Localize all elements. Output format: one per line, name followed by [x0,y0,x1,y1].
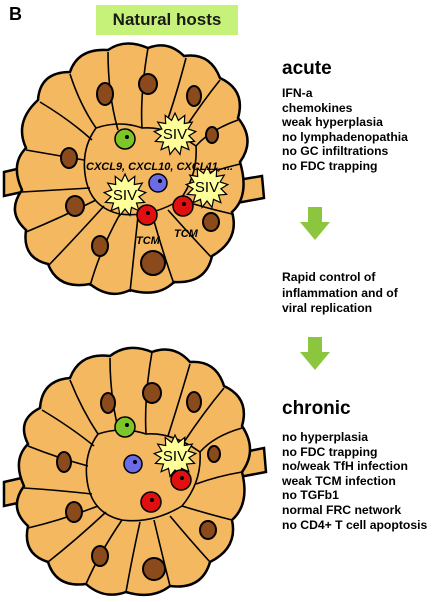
siv-label: SIV [163,126,187,143]
chronic-item: no CD4+ T cell apoptosis [282,517,428,532]
chronic-list: no hyperplasia no FDC trapping no/weak T… [282,430,427,532]
chronic-item: no TGFb1 [282,488,339,503]
chronic-title: chronic [282,398,351,419]
acute-item: no FDC trapping [282,158,378,173]
cell-nucleus [146,211,150,215]
acute-siv-right: SIV [184,164,230,209]
header-natural-hosts: Natural hosts [96,5,238,35]
follicle [65,501,83,523]
acute-item: no GC infiltrations [282,144,389,159]
cell-nucleus [182,202,186,206]
follicle [138,73,158,95]
acute-item: chemokines [282,100,353,115]
red-cell [170,469,192,491]
acute-siv-left: SIV [102,172,148,217]
chronic-cells [114,416,192,513]
acute-list: IFN-a chemokines weak hyperplasia no lym… [282,86,408,174]
cell-nucleus [150,498,154,502]
follicle [186,85,202,107]
red-tcm-cell [136,204,158,226]
follicle [142,557,166,581]
blue-cell [123,454,143,474]
arrow-down-1 [300,207,330,240]
arrow-down-2 [300,337,330,370]
follicle [205,126,219,144]
acute-title: acute [282,58,332,79]
follicle [186,391,202,413]
acute-item: no lymphadenopathia [282,129,408,144]
tcm-label: TCM [136,235,161,247]
siv-label: SIV [195,179,219,196]
follicle [91,235,109,257]
acute-node-capsule [13,42,249,296]
cell-nucleus [125,135,129,139]
follicle [199,520,217,540]
siv-label: SIV [163,448,187,465]
chronic-item: no/weak TfH infection [282,459,408,474]
transition-line: Rapid control of [282,270,376,284]
arrow-down-icon [300,337,330,370]
blue-cell [148,173,168,193]
chronic-siv: SIV [152,433,198,478]
chronic-trabeculae [23,351,243,593]
cell-nucleus [133,460,137,464]
follicle [56,451,72,473]
acute-cells [114,128,194,226]
siv-label: SIV [113,187,137,204]
acute-follicles [60,73,220,276]
tcm-label: TCM [174,228,199,240]
cell-nucleus [125,423,129,427]
green-cell [114,128,136,150]
follicle [140,250,166,276]
cell-nucleus [158,179,162,183]
cell-nucleus [180,476,184,480]
follicle [65,195,85,217]
follicle [202,212,220,232]
transition-line: viral replication [282,301,373,315]
red-cell [140,491,162,513]
follicle [91,545,109,567]
chronic-item: normal FRC network [282,502,402,517]
follicle [96,82,114,106]
chronic-item: no hyperplasia [282,430,369,444]
follicle [100,392,116,414]
chronic-item: weak TCM infection [282,473,396,488]
acute-item: IFN-a [282,86,313,100]
chronic-follicles [56,382,221,581]
follicle [142,382,162,404]
chronic-lymph-node: SIV [2,346,268,597]
follicle [207,445,221,463]
chemokine-label: CXCL9, CXCL10, CXCL11, ... [86,161,233,173]
acute-item: weak hyperplasia [282,115,383,130]
acute-siv-top: SIV [152,111,198,156]
chronic-item: no FDC trapping [282,444,378,459]
transition-line: inflammation and of [282,285,398,300]
red-tcm-cell [172,195,194,217]
panel-letter: B [9,4,22,24]
arrow-down-icon [300,207,330,240]
transition-text: Rapid control of inflammation and of vir… [282,270,398,317]
follicle [60,147,78,169]
acute-lymph-node: SIV SIV SIV CXCL9, CXCL10, CXCL11, ... T… [2,42,266,296]
green-cell [114,416,136,438]
